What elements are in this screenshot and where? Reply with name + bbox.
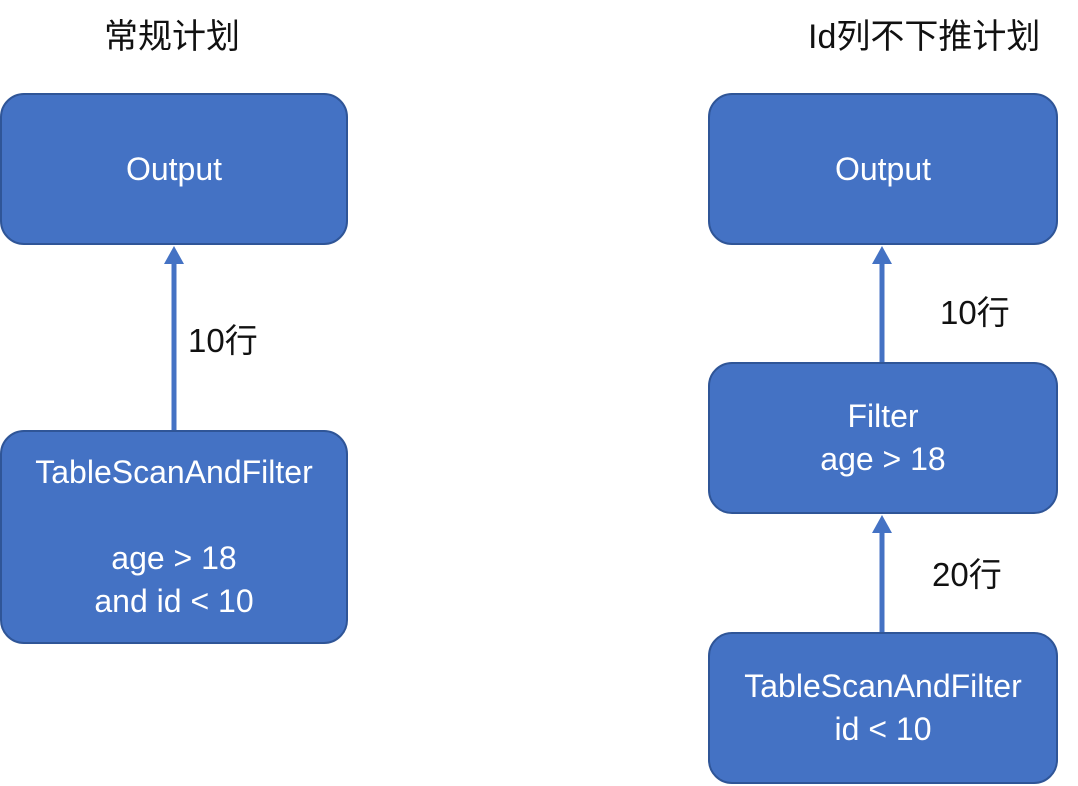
right-filter-name: Filter bbox=[847, 398, 919, 434]
left-scan-cond-1: age > 18 bbox=[111, 540, 237, 576]
left-arrow bbox=[164, 246, 184, 430]
right-scan-node: TableScanAndFilter id < 10 bbox=[708, 632, 1058, 784]
left-edge-label: 10行 bbox=[188, 322, 258, 359]
right-scan-name: TableScanAndFilter bbox=[744, 668, 1022, 704]
left-scan-name: TableScanAndFilter bbox=[35, 454, 313, 490]
left-scan-cond-2: and id < 10 bbox=[94, 583, 254, 619]
left-arrow-head bbox=[164, 246, 184, 264]
right-bottom-arrow bbox=[872, 515, 892, 632]
right-bottom-arrow-head bbox=[872, 515, 892, 533]
left-output-label: Output bbox=[125, 150, 223, 187]
right-scan-cond: id < 10 bbox=[834, 711, 932, 747]
left-plan-title: 常规计划 bbox=[104, 18, 240, 56]
left-scan-node: TableScanAndFilter age > 18 and id < 10 bbox=[0, 430, 348, 644]
left-output-node: Output bbox=[0, 93, 348, 245]
right-edge-top-label: 10行 bbox=[940, 294, 1010, 331]
right-output-label: Output bbox=[834, 150, 932, 187]
right-plan-title: Id列不下推计划 bbox=[808, 18, 1041, 56]
right-filter-cond: age > 18 bbox=[820, 441, 946, 477]
right-edge-bottom-label: 20行 bbox=[932, 556, 1002, 593]
right-top-arrow-head bbox=[872, 246, 892, 264]
right-filter-node: Filter age > 18 bbox=[708, 362, 1058, 514]
right-output-node: Output bbox=[708, 93, 1058, 245]
right-top-arrow bbox=[872, 246, 892, 362]
